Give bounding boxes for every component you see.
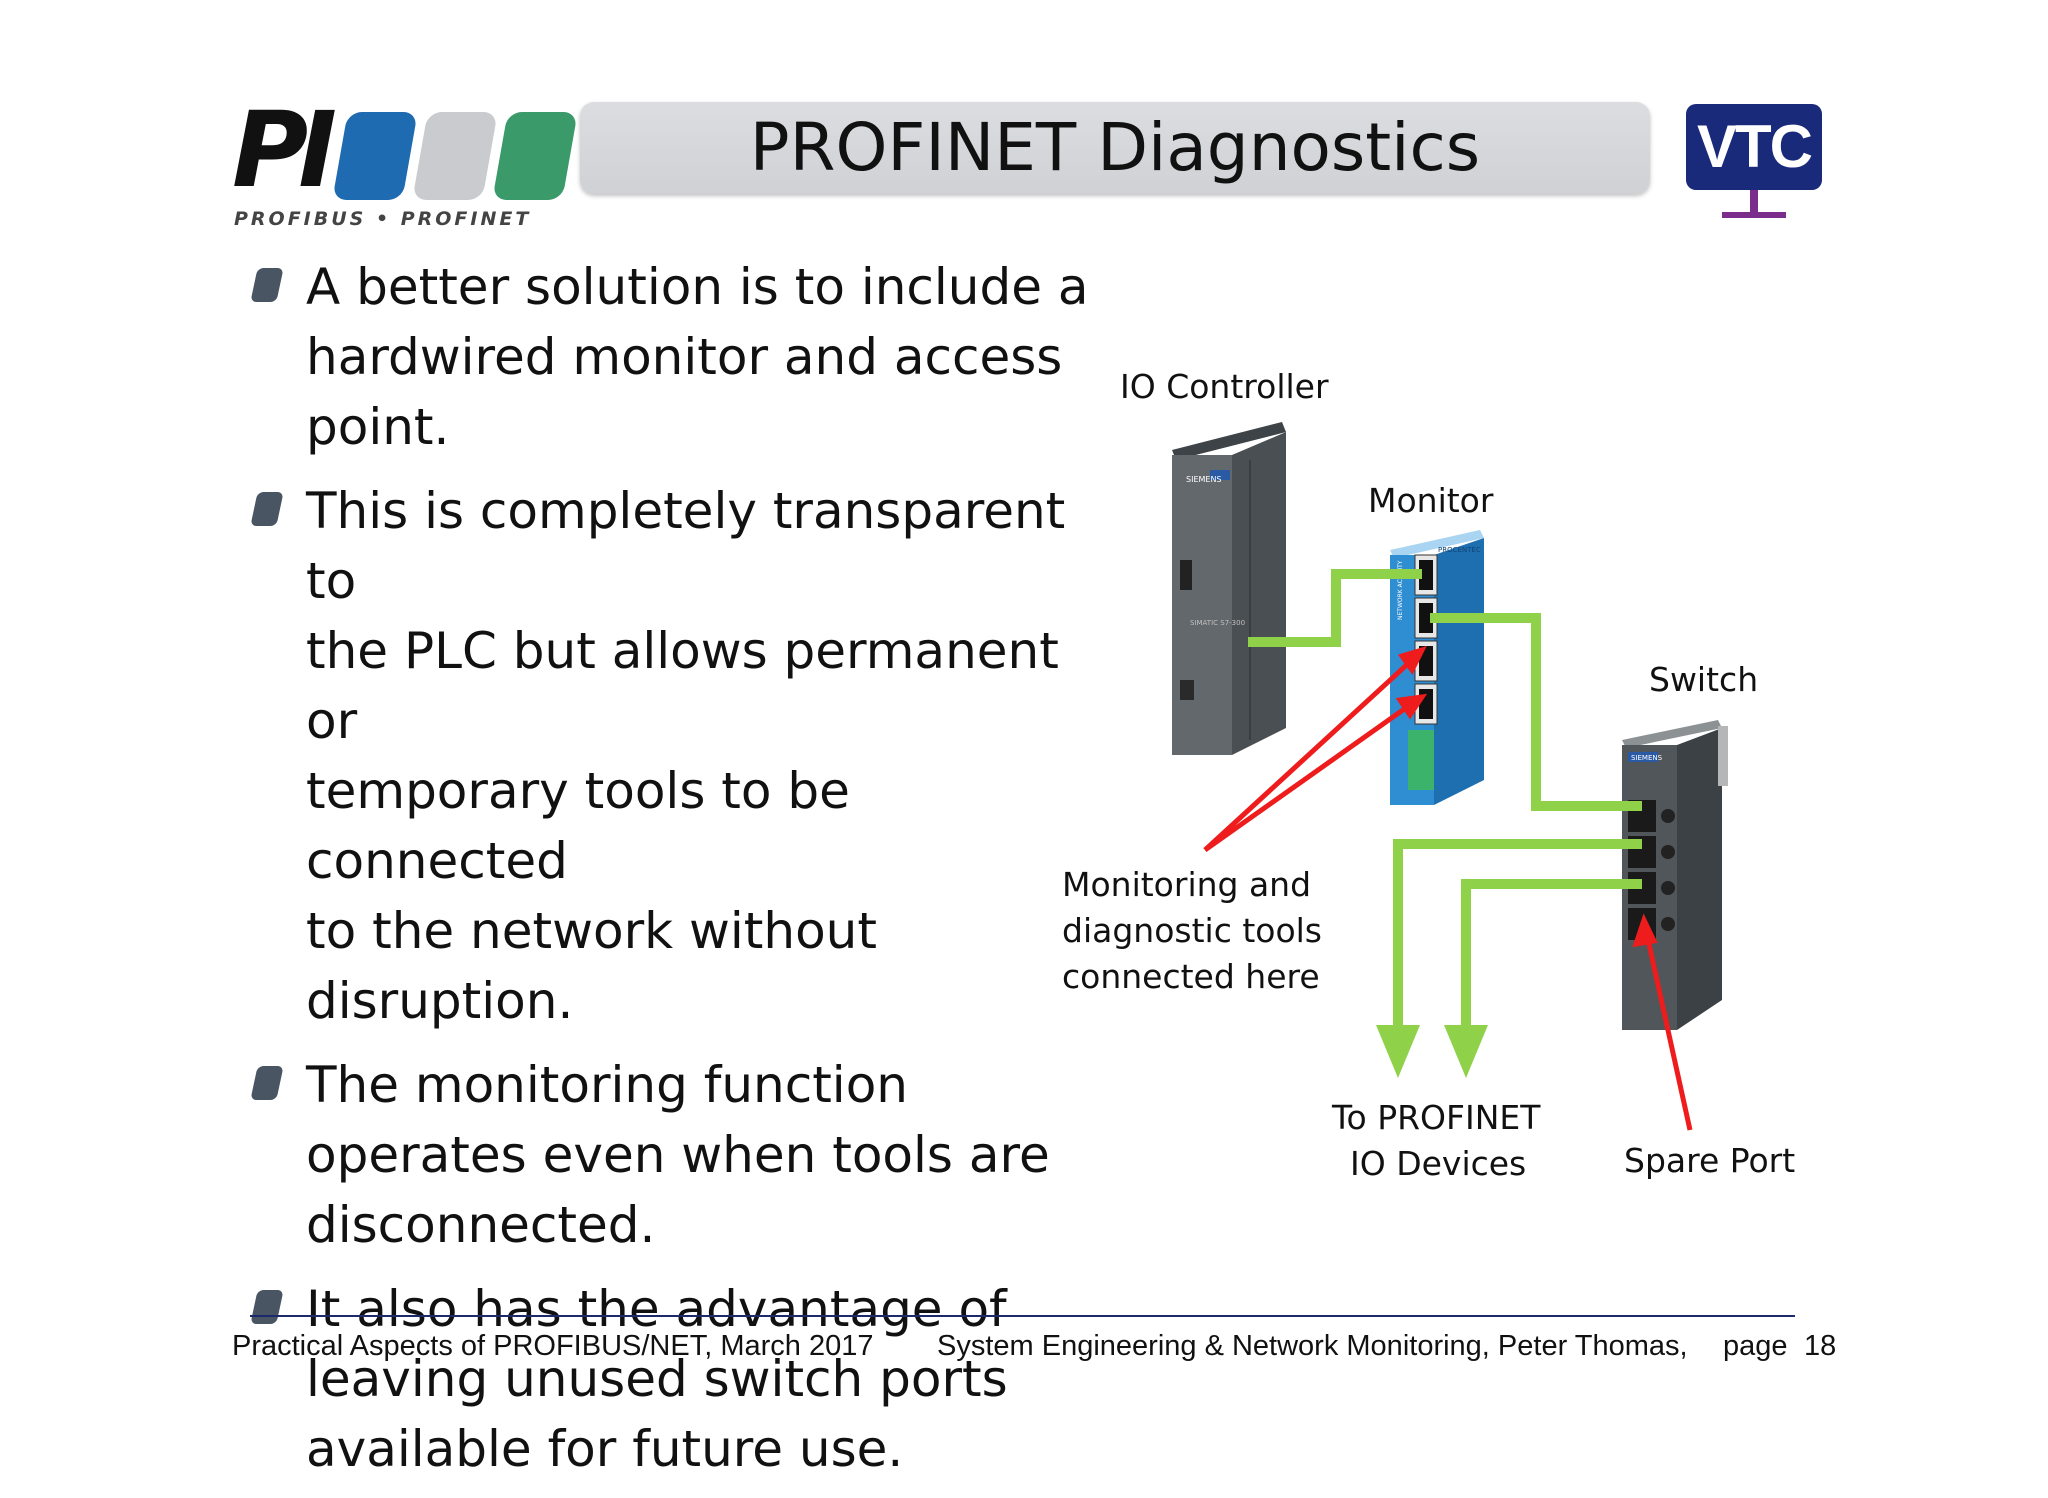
down-arrow-icon <box>1376 1025 1420 1078</box>
footer-page-number: 18 <box>1804 1330 1837 1362</box>
switch-label: Switch <box>1649 660 1759 699</box>
vtc-logo-stand <box>1750 190 1758 214</box>
bullet-list: A better solution is to include a hardwi… <box>250 252 1110 1498</box>
footer-left-text: Practical Aspects of PROFIBUS/NET, March… <box>232 1330 874 1362</box>
bullet-icon <box>250 1066 284 1100</box>
down-arrow-icon <box>1444 1025 1488 1078</box>
devices-label-line2: IO Devices <box>1350 1144 1527 1183</box>
pi-green-square <box>492 112 578 200</box>
bullet-icon <box>250 1290 284 1324</box>
switch-brand-text: SIEMENS <box>1631 754 1663 762</box>
network-cables <box>1248 569 1642 1060</box>
bullet-icon <box>250 492 284 526</box>
pi-grey-square <box>412 112 498 200</box>
pi-wordmark: PI <box>232 89 337 211</box>
monitor-brand-text: PROCENTEC <box>1438 546 1481 554</box>
monitor-label-text: NETWORK ACTIVITY <box>1397 560 1404 620</box>
footer-center-text: System Engineering & Network Monitoring,… <box>937 1330 1688 1362</box>
network-diagram-svg: SIEMENS SIMATIC S7-300 PROCENTEC NETWORK… <box>1172 422 1728 1131</box>
bullet-item: This is completely transparent to the PL… <box>250 476 1110 1036</box>
bullet-item: A better solution is to include a hardwi… <box>250 252 1110 462</box>
tools-label-line3: connected here <box>1062 957 1320 996</box>
vtc-logo-base <box>1722 212 1786 218</box>
vtc-logo-text: VTC <box>1686 104 1822 190</box>
network-diagram: SIEMENS SIMATIC S7-300 PROCENTEC NETWORK… <box>1050 360 1900 1190</box>
switch-device: SIEMENS <box>1622 720 1728 1030</box>
tools-label-line1: Monitoring and <box>1062 865 1312 904</box>
monitor-device: PROCENTEC NETWORK ACTIVITY <box>1390 530 1484 805</box>
plc-brand-text: SIEMENS <box>1186 475 1222 484</box>
bullet-item: It also has the advantage of leaving unu… <box>250 1274 1110 1484</box>
footer-divider <box>250 1315 1795 1317</box>
spare-port-arrow <box>1632 913 1693 1131</box>
io-controller-device: SIEMENS SIMATIC S7-300 <box>1172 422 1286 755</box>
pi-blue-square <box>332 112 418 200</box>
bullet-text: It also has the advantage of leaving unu… <box>306 1280 1008 1478</box>
bullet-item: The monitoring function operates even wh… <box>250 1050 1110 1260</box>
tools-arrows <box>1203 645 1428 853</box>
tools-label-line2: diagnostic tools <box>1062 911 1323 950</box>
plc-model-text: SIMATIC S7-300 <box>1190 619 1245 627</box>
bullet-text: The monitoring function operates even wh… <box>306 1056 1050 1254</box>
bullet-icon <box>250 268 284 302</box>
slide-title: PROFINET Diagnostics <box>749 109 1481 186</box>
io-controller-label: IO Controller <box>1120 367 1329 406</box>
pi-tagline: PROFIBUS • PROFINET <box>234 208 532 230</box>
bullet-text: This is completely transparent to the PL… <box>306 482 1066 1030</box>
monitor-label: Monitor <box>1368 481 1494 520</box>
devices-label-line1: To PROFINET <box>1332 1098 1541 1137</box>
bullet-text: A better solution is to include a hardwi… <box>306 258 1089 456</box>
pi-logo: PI PROFIBUS • PROFINET <box>232 98 578 234</box>
vtc-logo: VTC <box>1686 104 1822 222</box>
title-bar: PROFINET Diagnostics <box>580 102 1650 194</box>
footer-page-label: page <box>1723 1330 1788 1362</box>
spare-port-label: Spare Port <box>1624 1141 1796 1180</box>
